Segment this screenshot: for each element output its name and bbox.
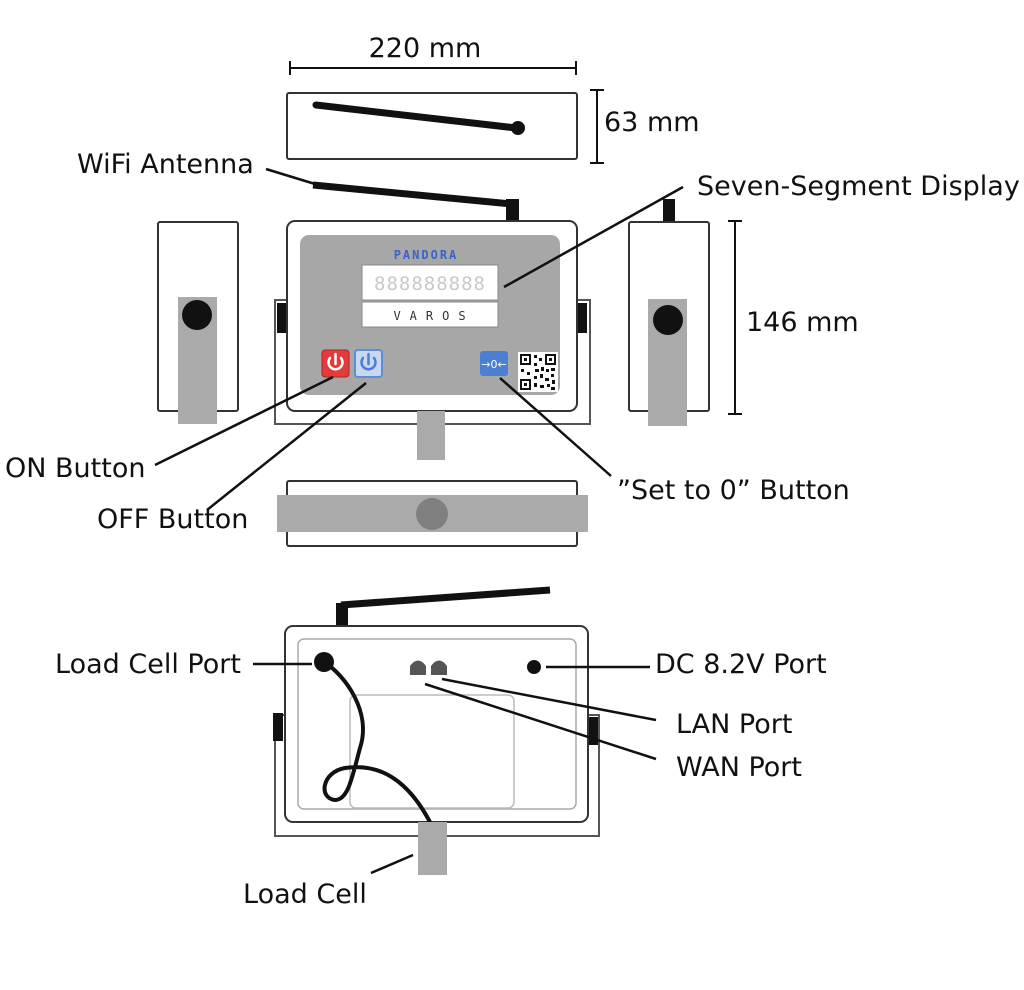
off-button-label: OFF Button (97, 504, 248, 535)
wifi-antenna-label: WiFi Antenna (77, 149, 254, 180)
seven-segment-display (361, 264, 499, 301)
model-plate (361, 301, 499, 328)
set-to-zero-button[interactable]: →0← (480, 351, 508, 376)
load-cell-cable (322, 660, 434, 828)
top-antenna-joint (511, 121, 525, 135)
callout-labels: WiFi Antenna Seven-Segment Display ON Bu… (5, 149, 1020, 910)
wan-port-label: WAN Port (676, 752, 802, 783)
back-antenna-base (336, 603, 348, 627)
antenna-base (506, 199, 519, 223)
lan-port-label: LAN Port (676, 709, 792, 740)
brand-text: PANDORA (394, 248, 459, 262)
depth-dimension-label: 63 mm (604, 107, 700, 138)
back-view (273, 586, 600, 875)
front-load-cell (417, 411, 445, 460)
set-to-zero-button-label: ”Set to 0” Button (617, 475, 850, 506)
ethernet-ports (410, 660, 447, 675)
seven-segment-display-label: Seven-Segment Display (697, 171, 1020, 202)
bottom-view (277, 480, 588, 547)
leader-lines (154, 167, 684, 875)
load-cell-port-label: Load Cell Port (55, 649, 241, 680)
load-cell-label: Load Cell (243, 879, 367, 910)
display-digits: 888888888 (374, 273, 486, 295)
power-icon (327, 352, 344, 371)
top-antenna (312, 101, 520, 132)
right-side-view: 146 mm (628, 199, 859, 426)
on-button[interactable] (321, 349, 350, 378)
dc-port-label: DC 8.2V Port (655, 649, 827, 680)
model-name: VAROS (393, 309, 474, 323)
height-dimension-label: 146 mm (746, 307, 859, 338)
top-view: 220 mm 63 mm (286, 33, 700, 164)
zero-arrows-icon: →0← (481, 358, 506, 371)
on-button-label: ON Button (5, 453, 145, 484)
back-load-cell (418, 822, 447, 875)
qr-code-icon (518, 352, 558, 392)
left-side-view (157, 221, 239, 424)
power-icon (360, 352, 377, 371)
width-dimension-label: 220 mm (369, 33, 482, 64)
svg-text:→0←: →0← (481, 358, 506, 371)
dc-port (527, 660, 541, 674)
off-button[interactable] (354, 349, 383, 378)
front-view: PANDORA 888888888 VAROS →0← (274, 181, 591, 460)
